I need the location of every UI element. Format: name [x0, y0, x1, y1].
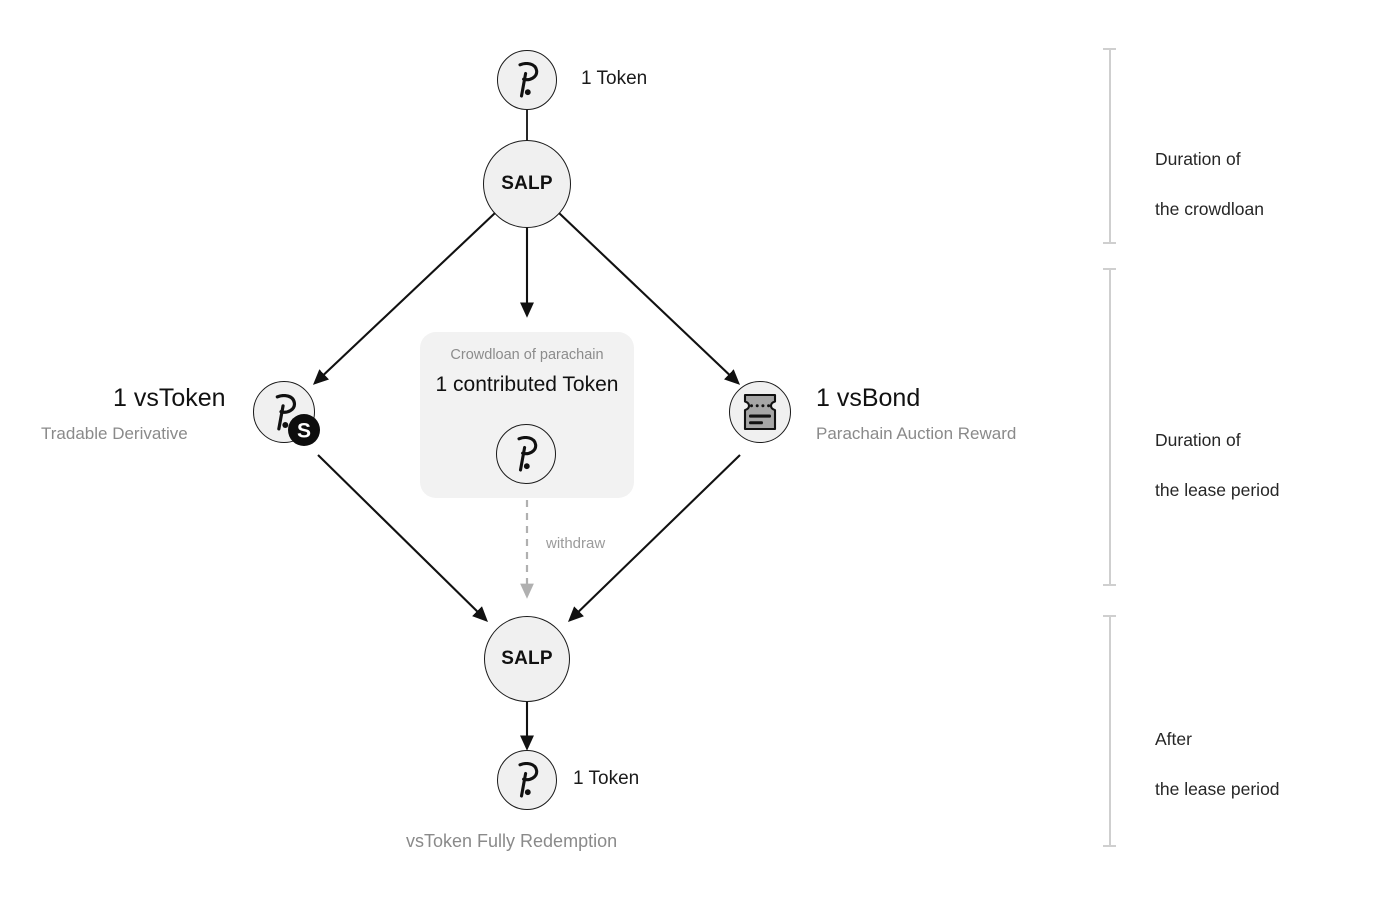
vstoken-subtitle: Tradable Derivative — [41, 424, 188, 443]
polkadot-icon — [275, 393, 296, 431]
salp-bottom-label: SALP — [501, 648, 553, 669]
node-bottom-token — [497, 750, 557, 810]
node-salp-top: SALP — [483, 140, 571, 228]
withdraw-label: withdraw — [546, 535, 606, 552]
phase-label-lease: Duration of the lease period — [1155, 403, 1280, 528]
polkadot-icon — [517, 436, 538, 472]
node-vstoken — [253, 381, 315, 443]
phase-label-after-lease: After the lease period — [1155, 702, 1280, 827]
bracket-cap-bottom — [1103, 242, 1116, 244]
crowdloan-card-subtitle: Crowdloan of parachain — [450, 347, 604, 363]
phase-crowdloan-line2: the crowdloan — [1155, 199, 1264, 219]
redemption-caption: vsToken Fully Redemption — [406, 831, 618, 851]
node-salp-bottom: SALP — [484, 616, 570, 702]
bracket-cap-top — [1103, 268, 1116, 270]
bracket-cap-bottom — [1103, 845, 1116, 847]
vsbond-title: 1 vsBond — [816, 384, 921, 412]
crowdloan-card: Crowdloan of parachain 1 contributed Tok… — [420, 332, 634, 498]
phase-crowdloan-line1: Duration of — [1155, 149, 1241, 169]
bracket-line — [1109, 48, 1111, 244]
salp-top-label: SALP — [501, 173, 553, 194]
bracket-line — [1109, 615, 1111, 847]
phase-lease-line2: the lease period — [1155, 480, 1280, 500]
crowdloan-card-title: 1 contributed Token — [435, 373, 619, 396]
vsbond-ticket-icon — [743, 393, 777, 431]
polkadot-icon — [518, 762, 539, 798]
node-vsbond — [729, 381, 791, 443]
bottom-token-label: 1 Token — [573, 768, 640, 789]
node-crowdloan-token — [496, 424, 556, 484]
s-badge-icon: S — [288, 414, 320, 446]
bracket-cap-top — [1103, 48, 1116, 50]
top-token-label: 1 Token — [581, 68, 648, 89]
phase-after-line1: After — [1155, 729, 1192, 749]
bracket-after-lease — [1103, 615, 1116, 847]
node-top-token — [497, 50, 557, 110]
phase-label-crowdloan: Duration of the crowdloan — [1155, 122, 1264, 247]
phase-after-line2: the lease period — [1155, 779, 1280, 799]
bracket-lease — [1103, 268, 1116, 586]
svg-text:S: S — [297, 420, 311, 443]
bracket-cap-top — [1103, 615, 1116, 617]
bracket-line — [1109, 268, 1111, 586]
bracket-cap-bottom — [1103, 584, 1116, 586]
polkadot-icon — [518, 62, 539, 98]
bracket-crowdloan — [1103, 48, 1116, 244]
phase-lease-line1: Duration of — [1155, 430, 1241, 450]
vstoken-title: 1 vsToken — [113, 384, 226, 412]
vsbond-subtitle: Parachain Auction Reward — [816, 424, 1017, 443]
